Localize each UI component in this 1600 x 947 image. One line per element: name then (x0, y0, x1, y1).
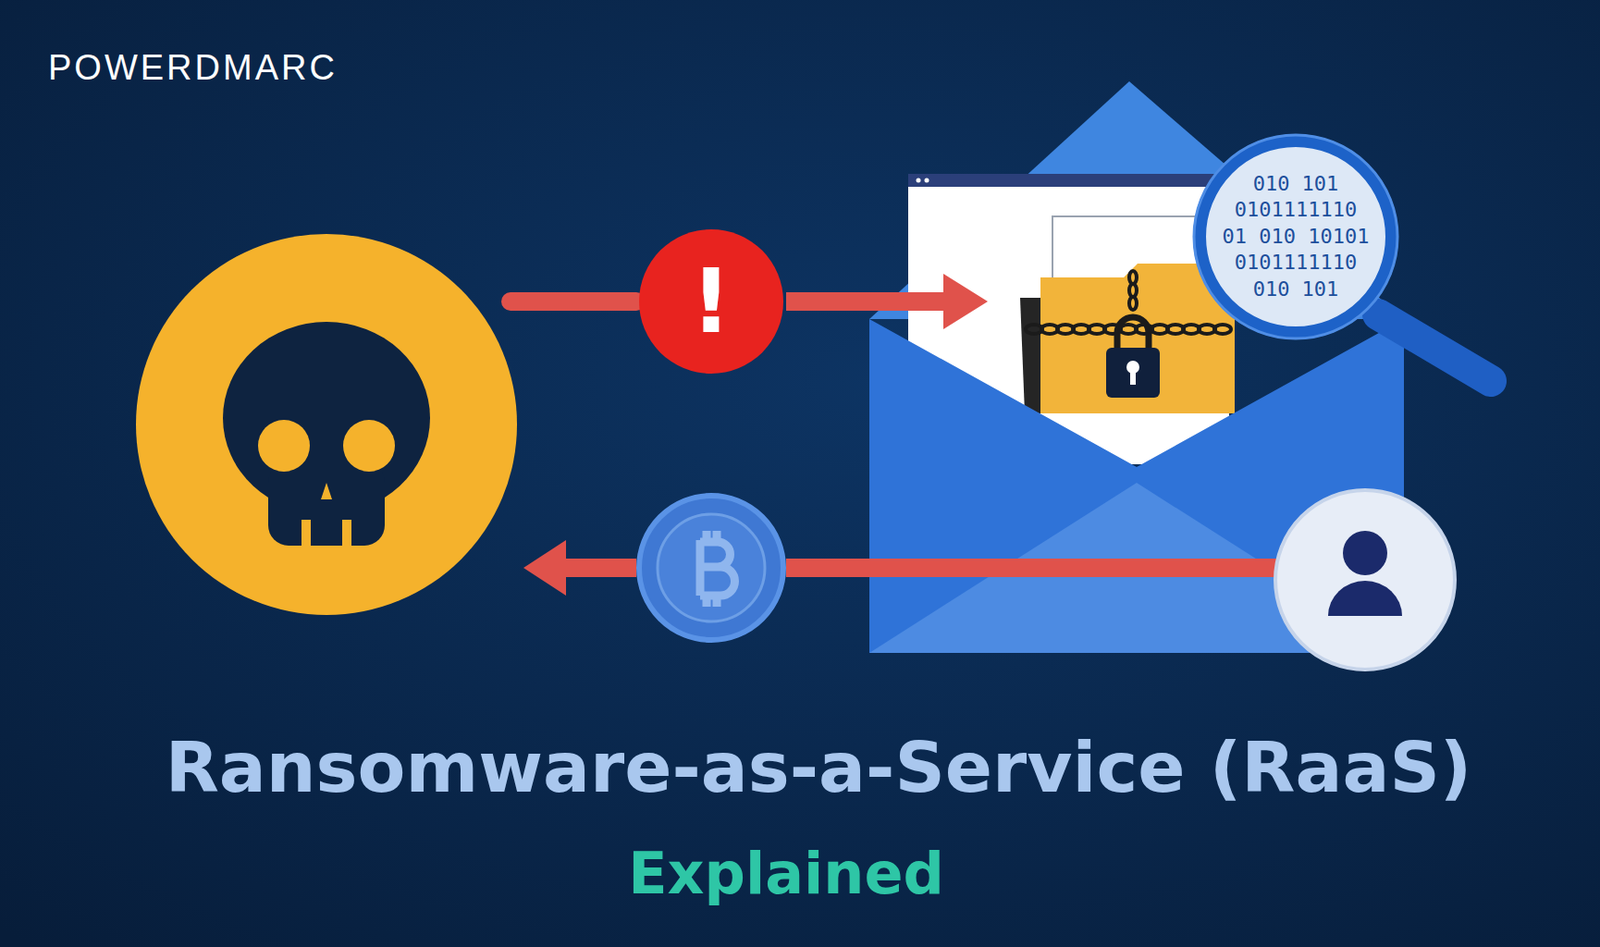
skull-icon-part (268, 462, 385, 546)
bitcoin-icon-part (700, 530, 736, 607)
user-icon-part (1342, 530, 1388, 576)
binary-line: 0101111110 (1234, 249, 1357, 277)
skull-icon-part (320, 482, 333, 500)
magnifier-lens-shape (1199, 140, 1392, 333)
locked-folder-part (1117, 317, 1149, 350)
envelope-part (916, 178, 922, 184)
locked-folder-part (1025, 270, 1231, 334)
locked-folder-part-part (1129, 283, 1137, 297)
skull-icon-part (301, 519, 311, 548)
envelope-part (908, 173, 1230, 187)
lens-rim (1193, 135, 1398, 339)
binary-line: 01 010 10101 (1222, 223, 1370, 251)
skull-icon-part (222, 321, 431, 515)
attack-arrow-part (510, 292, 637, 311)
bitcoin-icon-part (639, 495, 784, 640)
skull-icon (135, 233, 517, 616)
locked-folder-part-part (1129, 270, 1137, 284)
locked-folder-part (1106, 347, 1160, 398)
magnifier-lens-content: 010 101010111111001 010 1010101011111100… (1192, 133, 1400, 341)
skull-icon-part (258, 419, 310, 472)
alert-circle-shape (639, 229, 784, 374)
skull-icon-part (343, 419, 395, 472)
skull-icon-part (135, 233, 517, 616)
attack-arrow-part (786, 292, 953, 311)
attack-arrow-part (943, 273, 988, 330)
title: Ransomware-as-a-Service (RaaS) (36, 726, 1600, 809)
skull-icon-part (342, 519, 352, 548)
bitcoin-icon-part (657, 514, 765, 622)
brand-logo: POWERDMARC (48, 48, 338, 88)
user-icon-part (1275, 490, 1455, 670)
binary-line: 010 101 (1253, 171, 1340, 198)
alert-circle-content: ! (638, 228, 785, 375)
alert-circle: ! (638, 228, 785, 375)
magnifier-handle-part (1378, 314, 1491, 382)
payment-arrow-part (523, 540, 567, 596)
locked-folder-part (1130, 369, 1136, 385)
magnifier-lens: 010 101010111111001 010 1010101011111100… (1192, 133, 1400, 341)
binary-line: 010 101 (1253, 276, 1340, 304)
user-icon (1275, 490, 1455, 670)
envelope-part (924, 178, 930, 184)
user-icon-part (1328, 580, 1403, 616)
caption: Explained (508, 839, 1064, 908)
locked-folder (1020, 263, 1235, 414)
magnifier-handle (1378, 314, 1491, 382)
alert-mark: ! (690, 257, 732, 346)
locked-folder-part-part (1129, 296, 1137, 310)
locked-folder-part-part (1214, 324, 1231, 334)
bitcoin-icon (639, 495, 784, 640)
payment-arrow-part (786, 558, 1280, 578)
binary-line: 0101111110 (1234, 196, 1357, 224)
payment-arrow-part (554, 558, 637, 578)
